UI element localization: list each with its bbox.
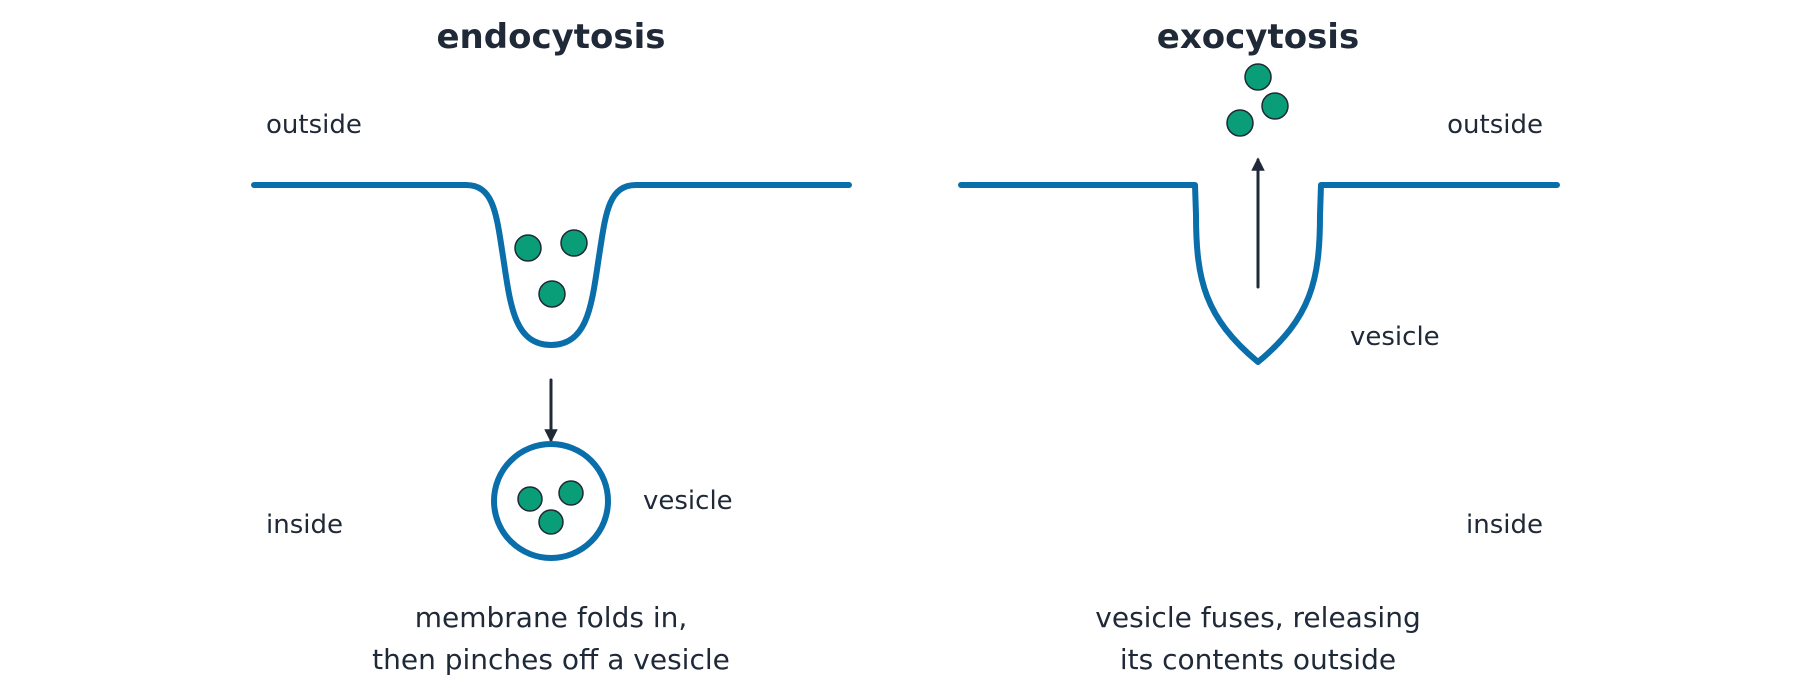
molecule (514, 234, 542, 262)
molecule (1226, 109, 1254, 137)
endocytosis-vesicle-label: vesicle (643, 486, 733, 516)
endocytosis-inside-label: inside (266, 510, 343, 540)
molecule (517, 486, 543, 512)
molecule (1244, 63, 1272, 91)
exocytosis-membrane (958, 182, 1560, 365)
exocytosis-outside-label: outside (1447, 110, 1543, 140)
molecule (1261, 92, 1289, 120)
endocytosis-vesicle (491, 441, 611, 561)
endocytosis-membrane (251, 182, 852, 348)
endocytosis-caption-line2: then pinches off a vesicle (372, 643, 730, 676)
endocytosis-caption-line1: membrane folds in, (415, 601, 688, 634)
exocytosis-caption-line1: vesicle fuses, releasing (1095, 601, 1420, 634)
endocytosis-fold-molecules (514, 229, 588, 308)
molecule (558, 480, 584, 506)
exocytosis-caption-line2: its contents outside (1120, 643, 1396, 676)
endocytosis-outside-label: outside (266, 110, 362, 140)
molecule (538, 280, 566, 308)
endocytosis-panel: endocytosis outside inside vesicle membr… (251, 17, 852, 676)
released-molecules (1226, 63, 1289, 137)
endocytosis-title: endocytosis (436, 17, 665, 57)
exocytosis-inside-label: inside (1466, 510, 1543, 540)
exocytosis-title: exocytosis (1157, 17, 1359, 57)
vesicle-molecules (517, 480, 584, 535)
exocytosis-vesicle-label: vesicle (1350, 322, 1440, 352)
molecule (538, 509, 564, 535)
molecule (560, 229, 588, 257)
exocytosis-panel: exocytosis outside inside vesicle vesicl… (958, 17, 1560, 676)
